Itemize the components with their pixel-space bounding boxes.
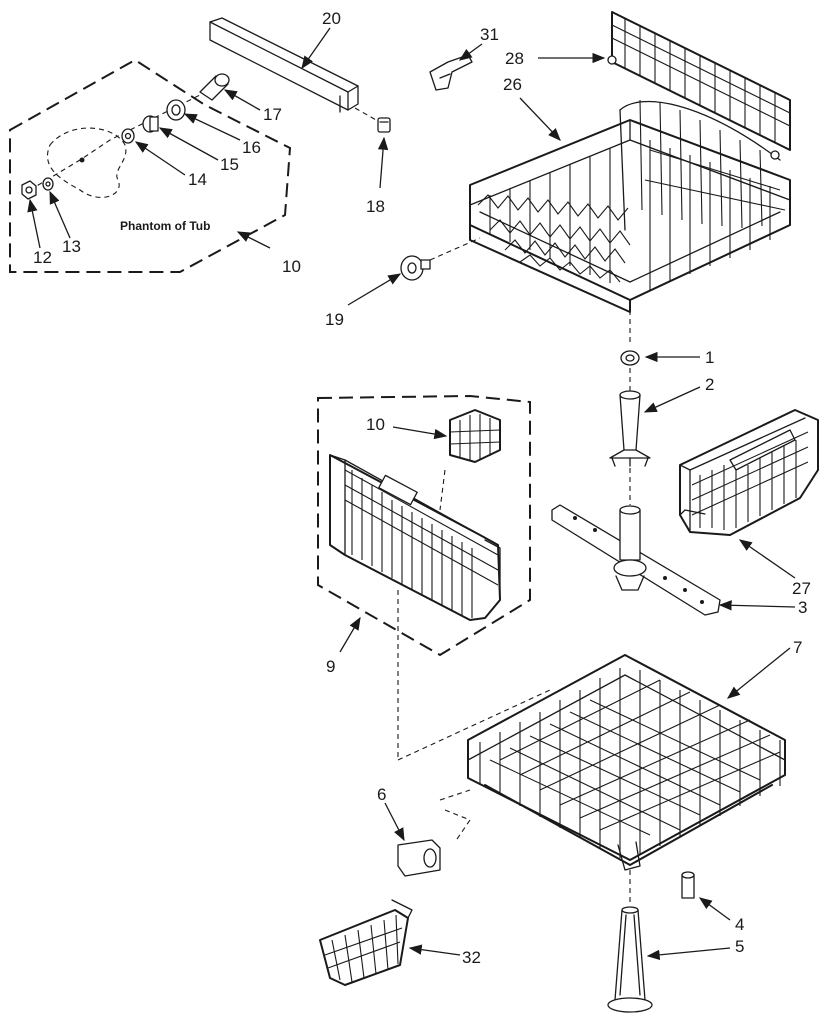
part-18-end-cap [377,117,391,133]
callout-7: 7 [793,638,802,657]
lower-axis-dash [439,789,631,905]
callout-17: 17 [263,105,282,124]
callout-6: 6 [377,785,386,804]
callout-3: 3 [798,598,807,617]
part-20-track [209,17,359,113]
part-6-clip [397,839,441,877]
part-26-upper-rack [469,99,791,313]
part-3-spray-arm [551,504,721,616]
callout-14: 14 [188,170,207,189]
part-5-spray-tower [607,906,653,1013]
basket-dash [397,469,551,761]
part-17-stud [199,73,230,101]
callout-11: 10 [282,257,301,276]
leader-lines [27,27,796,961]
callout-5: 5 [735,937,744,956]
part-4-bushing [681,871,695,899]
callout-15: 15 [220,155,239,174]
part-16-roller [166,99,186,121]
part-31-clip [429,54,473,91]
part-28-cup-shelf [607,11,791,160]
callout-12: 12 [33,248,52,267]
part-27-basket [679,409,819,536]
part-7-lower-rack [467,654,786,871]
part-13-washer [42,177,54,191]
rack-axis-dash [429,237,631,345]
part-2-feed-tube [609,390,651,467]
callout-4: 4 [735,915,744,934]
assembly-11-outline [9,58,292,273]
callout-10: 10 [366,415,385,434]
callout-labels: 20 17 16 15 14 12 13 10 18 19 31 28 26 1… [33,9,811,967]
assembly-9-outline [317,394,531,657]
part-19-wheel [400,255,431,281]
phantom-of-tub-shape [47,127,127,198]
part-32-small-basket [319,899,413,986]
callout-16: 16 [242,138,261,157]
part-15-spacer [142,115,159,133]
callout-nine: 9 [326,657,335,676]
callout-20: 20 [322,9,341,28]
callout-2: 2 [705,375,714,394]
callout-18: 18 [366,197,385,216]
tub-stud [79,157,85,163]
callout-1: 1 [705,348,714,367]
callout-27: 27 [792,579,811,598]
part-14-washer [121,128,135,144]
callout-13: 13 [62,237,81,256]
callout-28: 28 [505,49,524,68]
callout-26: 26 [503,75,522,94]
part-9-basket-insert [329,454,501,621]
callout-32: 32 [462,948,481,967]
phantom-of-tub-note: Phantom of Tub [120,219,210,233]
part-12-nut [21,180,37,200]
callout-31: 31 [480,25,499,44]
callout-19: 19 [325,310,344,329]
part-1-seal [620,350,640,366]
part-10-insert [449,409,501,463]
